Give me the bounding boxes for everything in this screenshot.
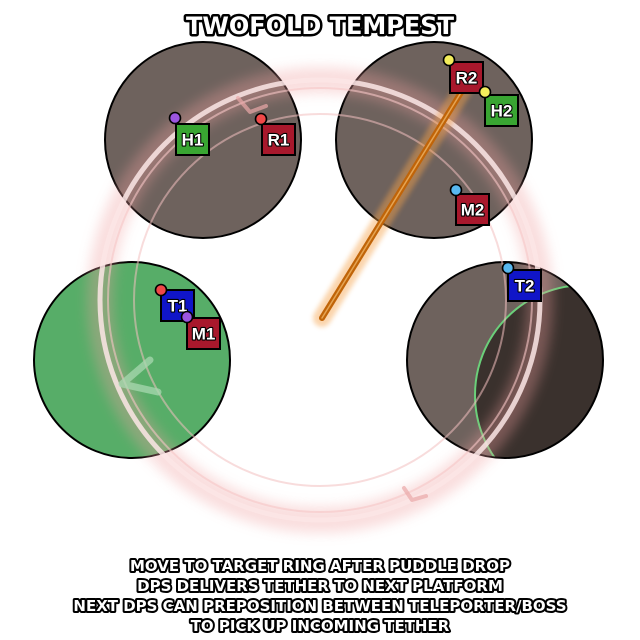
position-dot	[478, 85, 492, 99]
player-marker-t2[interactable]: T2	[501, 261, 542, 302]
player-label: M1	[192, 325, 216, 344]
instruction-line: DPS DELIVERS TETHER TO NEXT PLATFORM	[137, 577, 503, 595]
position-dot	[168, 111, 182, 125]
position-dot	[442, 53, 456, 67]
role-badge	[449, 61, 484, 94]
position-dot	[254, 112, 268, 126]
player-label: R1	[268, 131, 290, 150]
player-label: H2	[491, 102, 513, 121]
position-dot	[180, 310, 194, 324]
player-marker-r1[interactable]: R1	[254, 112, 296, 156]
player-marker-m2[interactable]: M2	[449, 183, 490, 226]
player-label: R2	[456, 69, 478, 88]
position-dot	[449, 183, 463, 197]
instruction-line: TO PICK UP INCOMING TETHER	[191, 617, 450, 635]
player-label: T2	[515, 277, 535, 296]
page-title: TWOFOLD TEMPEST	[186, 12, 455, 40]
player-label: H1	[182, 131, 204, 150]
instruction-line: MOVE TO TARGET RING AFTER PUDDLE DROP	[130, 557, 510, 575]
player-marker-h2[interactable]: H2	[478, 85, 519, 127]
player-label: T1	[168, 297, 188, 316]
chevron-icon	[236, 96, 428, 502]
player-marker-m1[interactable]: M1	[180, 310, 221, 350]
instructions: MOVE TO TARGET RING AFTER PUDDLE DROP DP…	[71, 555, 568, 637]
player-marker-r2[interactable]: R2	[442, 53, 484, 94]
player-label: M2	[461, 201, 485, 220]
role-badge	[455, 193, 490, 226]
role-badge	[507, 269, 542, 302]
role-badge	[261, 123, 296, 156]
role-badge	[186, 317, 221, 350]
position-dot	[501, 261, 515, 275]
player-marker-h1[interactable]: H1	[168, 111, 210, 156]
chevron-icon	[118, 356, 162, 396]
role-badge	[484, 94, 519, 127]
tether-beam	[313, 69, 479, 327]
position-dot	[154, 283, 168, 297]
role-badge	[175, 123, 210, 156]
instruction-line: NEXT DPS CAN PREPOSITION BETWEEN TELEPOR…	[73, 597, 566, 615]
